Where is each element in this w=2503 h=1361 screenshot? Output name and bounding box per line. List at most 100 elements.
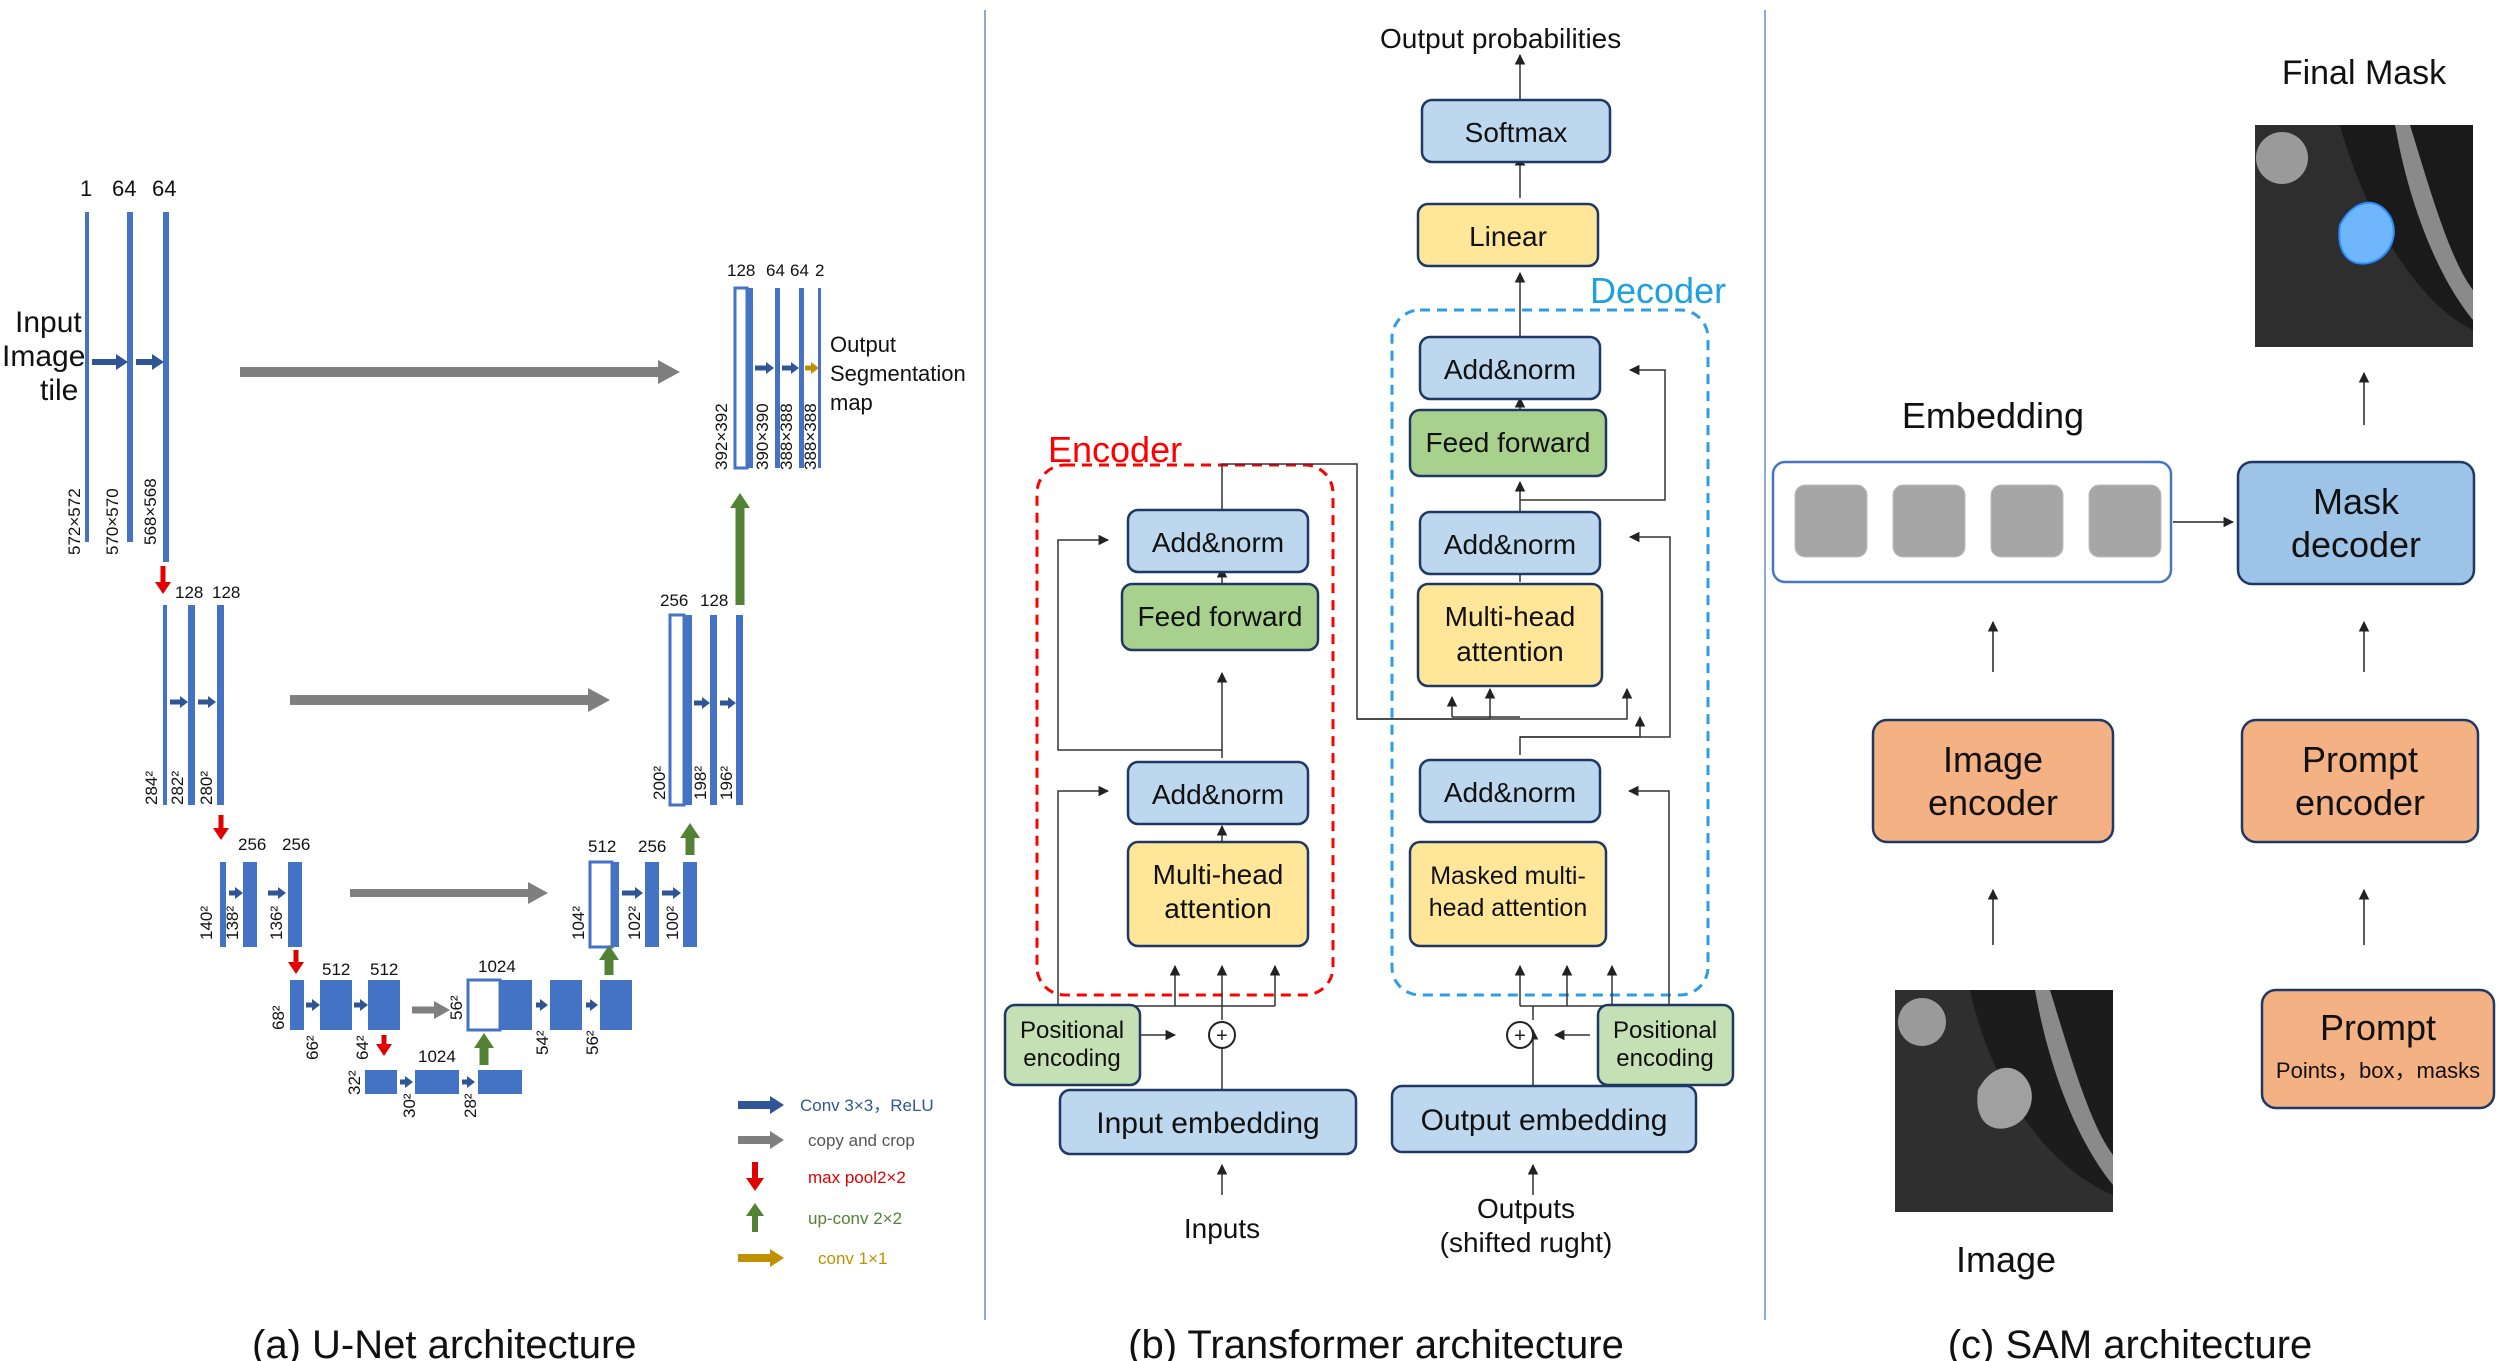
unet-l4up-size-0: 56²: [447, 995, 466, 1020]
unet-l2up-size-0: 200²: [650, 766, 669, 800]
encoder-attention: [1126, 840, 1310, 948]
encoder-addnorm-2-label: Add&norm: [1152, 527, 1284, 558]
decoder-masked-attention-line2: head attention: [1429, 894, 1587, 922]
embedding-token-1: [1892, 484, 1966, 558]
decoder-boundary: [1390, 308, 1710, 997]
decoder-addnorm-3-label: Add&norm: [1444, 354, 1576, 385]
unet-l3-ch-1: 256: [282, 835, 310, 854]
caption-unet: (a) U-Net architecture: [252, 1323, 637, 1361]
unet-conv-arrowhead: [360, 999, 368, 1011]
input-ct-tumor: [1977, 1067, 2032, 1129]
decoder-title: Decoder: [1590, 270, 1726, 311]
caption-transformer: (b) Transformer architecture: [1128, 1323, 1624, 1361]
unet-conv-arrowhead: [791, 362, 799, 374]
enc-residual-2: [1057, 534, 1222, 751]
transformer-diagram: Encoder Decoder: [1003, 23, 1735, 1361]
unet-l2-ch-1: 128: [212, 583, 240, 602]
transformer-connectors: [1057, 53, 1671, 1195]
input-ct-rib: [2035, 990, 2113, 1185]
linear-label: Linear: [1469, 221, 1547, 252]
unet-l3-size-2: 136²: [267, 906, 286, 940]
unet-l3-size-0: 140²: [197, 906, 216, 940]
final-mask-rib: [2395, 125, 2473, 320]
unet-conv-arrowhead: [278, 887, 286, 899]
unet-block-l3-c: [288, 862, 302, 947]
decoder-plus-icon: +: [1514, 1025, 1526, 1047]
dec-attn-q2: [1452, 697, 1520, 717]
input-ct-vessel: [1898, 998, 1946, 1046]
unet-l5-ch-0: 1024: [418, 1047, 456, 1066]
unet-block-l3-a: [220, 862, 226, 947]
legend-conv1x1-label: conv 1×1: [818, 1249, 887, 1268]
unet-copy-arrowhead: [658, 360, 680, 384]
unet-l5-size-0: 32²: [345, 1070, 364, 1095]
unet-l2up-ch-0: 256: [660, 591, 688, 610]
unet-diagram: 1 64 64 572×572 570×570 568×568 Input Im…: [2, 176, 966, 1361]
decoder-masked-attention: [1408, 840, 1608, 948]
unet-output-label-2: map: [830, 390, 873, 415]
unet-conv-arrowhead: [405, 1076, 413, 1088]
decoder-cross-attention-line2: attention: [1456, 636, 1563, 667]
unet-l2-size-0: 284²: [142, 771, 161, 805]
encoder-attention-line2: attention: [1164, 893, 1271, 924]
decoder-addnorm-1-label: Add&norm: [1444, 777, 1576, 808]
dec-addnorm-to-attn: [1519, 715, 1646, 755]
outputs-label-line1: Outputs: [1477, 1193, 1575, 1224]
unet-l4-size-1: 66²: [303, 1035, 322, 1060]
mask-decoder-line1: Mask: [2313, 481, 2400, 522]
legend-copy-arrowhead: [770, 1131, 784, 1149]
unet-conv1x1-arrowhead: [811, 362, 819, 374]
output-embedding-label: Output embedding: [1421, 1104, 1668, 1137]
legend-upconv-label: up-conv 2×2: [808, 1209, 902, 1228]
unet-l1up-ch-3: 2: [815, 261, 824, 280]
unet-l1-ch-2: 64: [152, 176, 176, 201]
enc-to-dec-memory: [1221, 463, 1633, 720]
image-encoder-line1: Image: [1943, 739, 2043, 780]
embedding-container: [1771, 460, 2173, 584]
encoder-positional-encoding: [1003, 1003, 1142, 1087]
unet-block-l5-b: [415, 1070, 459, 1094]
unet-l5-size-1: 30²: [400, 1093, 419, 1118]
unet-l5-size-2: 28²: [461, 1093, 480, 1118]
caption-sam: (c) SAM architecture: [1948, 1323, 2313, 1361]
unet-input-label-0: Input: [15, 306, 82, 339]
encoder-positional-encoding-line1: Positional: [1020, 1017, 1124, 1044]
unet-l1-size-2: 568×568: [141, 478, 160, 545]
final-mask-label: Final Mask: [2282, 54, 2447, 92]
unet-l2-ch-0: 128: [175, 583, 203, 602]
decoder-addnorm-2: [1418, 510, 1602, 576]
unet-block-l2-a: [163, 605, 167, 805]
decoder-cross-attention: [1416, 582, 1604, 688]
unet-block-l2-c: [217, 605, 224, 805]
unet-conv-arrowhead: [467, 1076, 475, 1088]
mask-decoder-line2: decoder: [2291, 524, 2421, 565]
unet-block-l1up-copy: [733, 286, 749, 470]
unet-upconv-arrowhead: [680, 823, 700, 838]
unet-l3up-ch-0: 512: [588, 837, 616, 856]
unet-l4up-size-2: 56²: [583, 1030, 602, 1055]
unet-block-l4up-b: [550, 980, 582, 1030]
unet-block-l2-b: [188, 605, 195, 805]
prompt-block: [2260, 988, 2496, 1110]
legend-upconv-arrowhead: [746, 1203, 764, 1216]
unet-conv-arrowhead: [152, 354, 164, 370]
unet-conv-arrowhead: [116, 354, 128, 370]
unet-conv-arrowhead: [312, 999, 320, 1011]
decoder-addnorm-3: [1418, 335, 1602, 401]
unet-block-l4-a: [290, 980, 304, 1030]
unet-upconv-arrowhead: [474, 1033, 494, 1048]
decoder-feedforward-label: Feed forward: [1426, 427, 1591, 458]
dec-residual-2: [1520, 531, 1671, 738]
decoder-cross-attention-line1: Multi-head: [1445, 601, 1576, 632]
unet-block-l1-b: [127, 212, 133, 542]
unet-l1up-size-0: 392×392: [712, 403, 731, 470]
softmax-label: Softmax: [1465, 117, 1568, 148]
unet-l2up-size-2: 196²: [717, 766, 736, 800]
dec-residual-1: [1612, 785, 1670, 1007]
unet-block-l1up-c: [799, 288, 804, 468]
unet-block-l1up-a: [748, 288, 753, 468]
unet-block-l1-a: [85, 212, 89, 542]
unet-l1up-size-2: 388×388: [777, 403, 796, 470]
unet-copy-arrowhead: [434, 1001, 450, 1019]
